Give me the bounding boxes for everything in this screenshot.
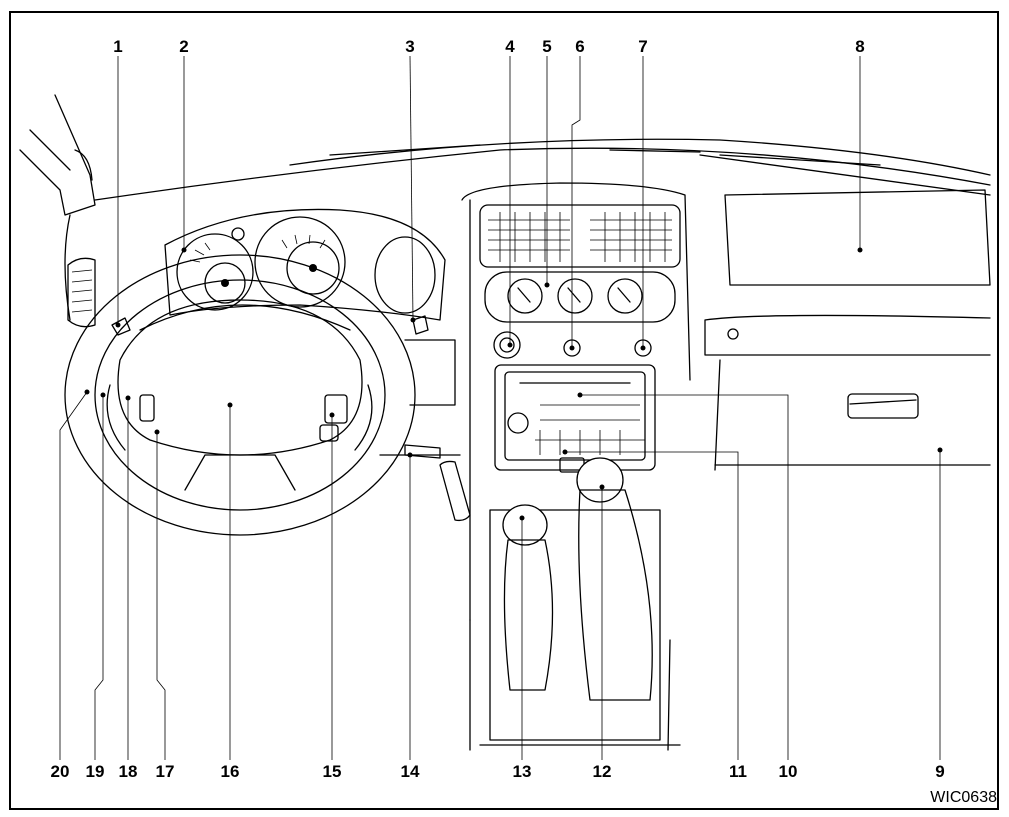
callout-15: 15 bbox=[322, 762, 342, 781]
callout-10: 10 bbox=[778, 762, 798, 781]
callout-9: 9 bbox=[935, 762, 945, 781]
callout-dots bbox=[84, 247, 943, 521]
callout-13: 13 bbox=[512, 762, 532, 781]
steering-wheel bbox=[64, 254, 429, 536]
callout-4: 4 bbox=[505, 37, 515, 56]
callout-5: 5 bbox=[542, 37, 552, 56]
callout-17: 17 bbox=[155, 762, 175, 781]
callout-19: 19 bbox=[85, 762, 105, 781]
callout-3: 3 bbox=[405, 37, 415, 56]
a-pillar bbox=[19, 94, 96, 321]
center-stack bbox=[461, 182, 691, 621]
callout-16: 16 bbox=[220, 762, 240, 781]
callout-7: 7 bbox=[638, 37, 648, 56]
callout-6: 6 bbox=[575, 37, 585, 56]
callout-2: 2 bbox=[179, 37, 189, 56]
left-vent bbox=[67, 257, 96, 328]
callout-14: 14 bbox=[400, 762, 420, 781]
callout-1: 1 bbox=[113, 37, 123, 56]
leader-lines bbox=[59, 55, 941, 760]
callout-12: 12 bbox=[592, 762, 612, 781]
callout-18: 18 bbox=[118, 762, 138, 781]
callout-11: 11 bbox=[729, 762, 747, 781]
callout-20: 20 bbox=[50, 762, 70, 781]
shift-levers bbox=[469, 457, 681, 751]
callout-8: 8 bbox=[855, 37, 865, 56]
steering-column bbox=[379, 339, 471, 522]
figure-frame bbox=[9, 11, 999, 810]
dashboard-top bbox=[94, 138, 991, 201]
figure-code: WIC0638 bbox=[930, 789, 997, 806]
passenger-dash bbox=[704, 189, 991, 471]
instrument-cluster bbox=[164, 208, 446, 321]
